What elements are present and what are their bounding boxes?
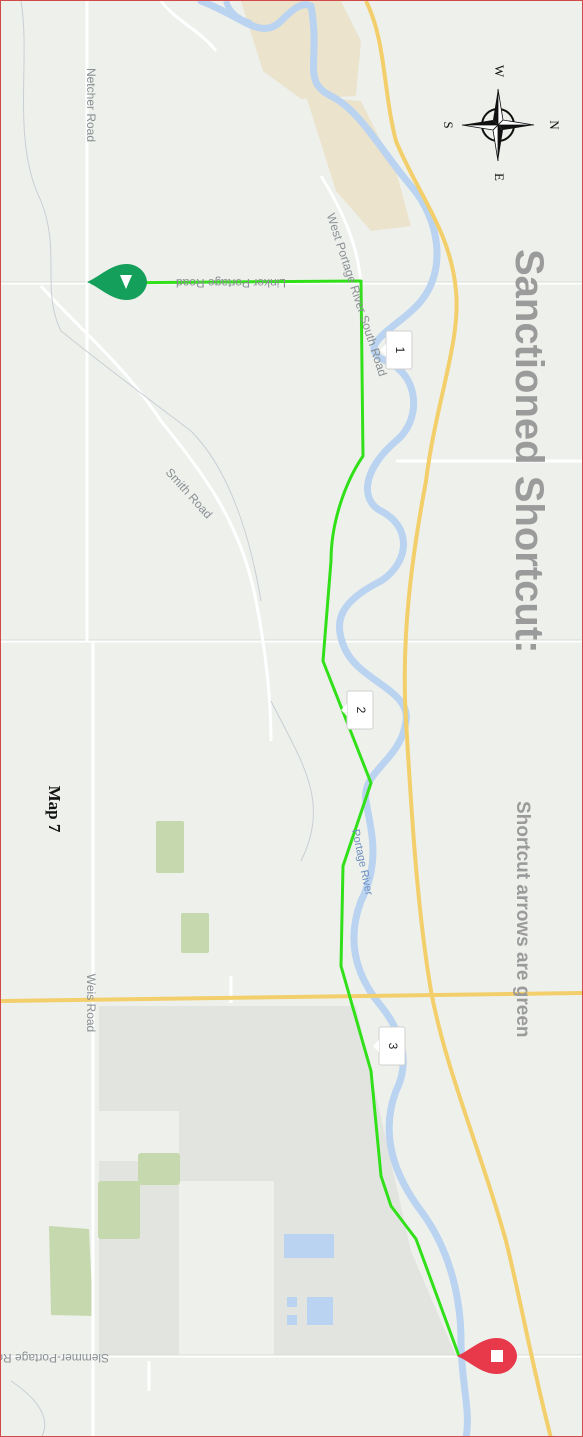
map-number: Map 7 xyxy=(45,786,64,833)
waypoint-2[interactable]: 2 xyxy=(341,690,374,730)
compass-north-label: N xyxy=(547,120,562,130)
light-lot xyxy=(179,1181,274,1356)
sand-area xyxy=(241,1,361,99)
sand-area xyxy=(306,96,411,231)
road-smith xyxy=(39,285,273,742)
park-area xyxy=(156,821,184,873)
end-square-icon xyxy=(491,1350,503,1362)
road-label-netcher: Netcher Road xyxy=(84,68,98,142)
waypoint-2-label: 2 xyxy=(354,707,368,714)
waypoint-3[interactable]: 3 xyxy=(373,1026,406,1066)
road-label-weis: Weis Road xyxy=(84,974,98,1032)
compass-icon xyxy=(461,88,535,162)
compass-east-label: E xyxy=(492,173,507,181)
waypoint-1-label: 1 xyxy=(393,347,407,354)
light-lot xyxy=(99,1111,179,1161)
road-label-smith: Smith Road xyxy=(163,465,215,521)
waypoint-1[interactable]: 1 xyxy=(380,330,413,370)
park-area xyxy=(49,1226,93,1316)
waypoint-3-label: 3 xyxy=(386,1043,400,1050)
shortcut-route xyxy=(90,279,461,1357)
road-label-slemmer: Slemmer-Portage Road xyxy=(1,1351,109,1365)
road-label-linker: Linker Portage Road xyxy=(176,276,286,290)
pond xyxy=(287,1297,297,1307)
start-marker[interactable] xyxy=(87,264,147,300)
compass-south-label: S xyxy=(441,121,456,128)
highway-cross xyxy=(1,991,582,1003)
pond xyxy=(307,1297,333,1325)
road-label-west-portage: West Portage River South Road xyxy=(324,212,390,379)
map-title: Sanctioned Shortcut: xyxy=(507,249,551,653)
highway-east xyxy=(364,1,553,1436)
portage-river xyxy=(197,1,471,1436)
map-subtitle: Shortcut arrows are green xyxy=(512,801,533,1038)
pond xyxy=(284,1234,334,1258)
road-misc xyxy=(159,1,218,52)
park-area xyxy=(98,1181,140,1239)
end-marker[interactable] xyxy=(457,1338,517,1374)
park-area xyxy=(138,1153,180,1185)
start-triangle-icon xyxy=(120,275,132,289)
park-area xyxy=(181,913,209,953)
compass-west-label: W xyxy=(492,65,507,78)
pond xyxy=(287,1315,297,1325)
